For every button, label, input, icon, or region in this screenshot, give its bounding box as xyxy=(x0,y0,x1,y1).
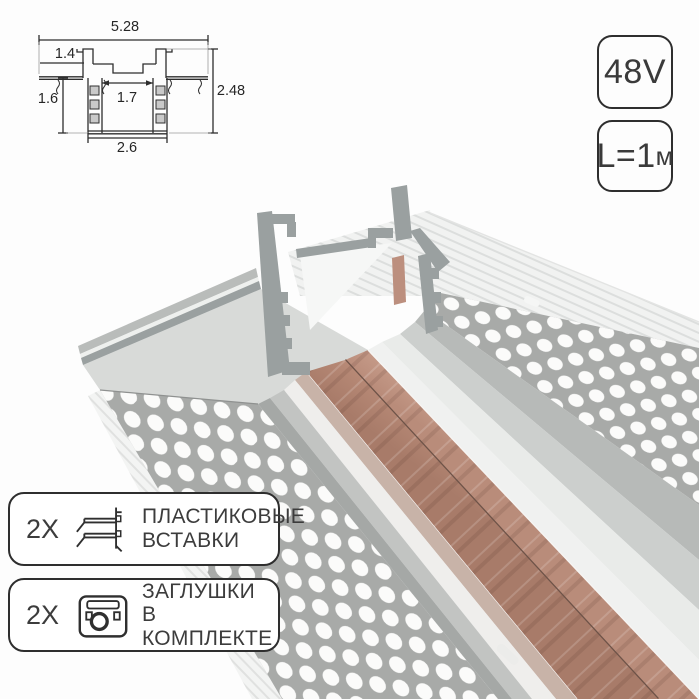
dim-flange-height: 1.4 xyxy=(55,46,75,62)
tab-right xyxy=(155,48,167,78)
plaster-break-2 xyxy=(102,79,106,95)
cross-section-dimension-drawing: 5.28 1.4 1.6 1.7 2.48 2.6 xyxy=(38,19,245,156)
plastic-inserts-icon xyxy=(74,502,132,556)
cut-near-nub-2 xyxy=(280,315,290,326)
band-white-edge xyxy=(284,380,556,699)
band-wall-highlight xyxy=(368,342,699,699)
voltage-badge-label: 48V xyxy=(604,52,666,91)
voltage-badge: 48V xyxy=(597,35,673,109)
left-flange-dots xyxy=(100,390,498,699)
end-caps-qty: 2X xyxy=(26,599,60,630)
cut-inner-wall-face xyxy=(300,243,392,330)
band-wall-mid xyxy=(400,322,699,610)
cut-far-nub-3 xyxy=(433,316,443,327)
band-pink-gray xyxy=(295,372,577,699)
band-gray-step xyxy=(270,390,532,699)
cut-near-nub-1 xyxy=(278,292,288,303)
cut-far-nub-2 xyxy=(431,292,441,303)
cut-near-hook xyxy=(271,214,295,224)
cut-cross-section xyxy=(257,185,450,377)
plaster-break-4 xyxy=(198,79,202,95)
band-near-outer-wall xyxy=(258,398,512,699)
dim-total-height: 2.48 xyxy=(217,83,245,99)
cut-far-prong xyxy=(391,185,412,241)
plastic-inserts-qty: 2X xyxy=(26,513,60,544)
copper-strip-upper-texture xyxy=(345,350,699,699)
copper-strip-lower-texture xyxy=(306,360,658,699)
plaster-break-3 xyxy=(168,79,172,95)
callout-end-caps: 2X ЗАГЛУШКИ В КОМПЛЕКТЕ xyxy=(8,578,280,652)
cut-near-hook-tab xyxy=(287,222,296,237)
cut-near-nub-3 xyxy=(282,338,292,349)
band-shadow-under-flange xyxy=(415,310,699,560)
dim-width-top: 5.28 xyxy=(111,19,139,35)
recess-profile xyxy=(93,63,156,74)
cut-far-wall-outer xyxy=(418,253,438,334)
left-wing-slat-bottom xyxy=(81,281,261,365)
plastic-inserts-text: ПЛАСТИКОВЫЕ ВСТАВКИ xyxy=(142,505,305,552)
cut-right-wing xyxy=(410,228,450,272)
near-flange-wedge xyxy=(83,289,368,404)
tab-left xyxy=(82,48,94,78)
plastic-inserts-line2: ВСТАВКИ xyxy=(142,529,240,552)
cut-near-wall xyxy=(257,211,290,377)
flange-slot-left xyxy=(496,643,519,665)
dim-recess-depth: 1.6 xyxy=(38,91,58,107)
cut-far-nub-1 xyxy=(429,268,439,279)
copper-cut-sliver xyxy=(392,255,406,305)
left-flange-cut-edge xyxy=(99,389,259,405)
right-flange-serrated-edge xyxy=(428,212,699,348)
end-caps-text: ЗАГЛУШКИ В КОМПЛЕКТЕ xyxy=(142,580,272,651)
callout-plastic-inserts: 2X ПЛАСТИКОВЫЕ ВСТАВКИ xyxy=(8,492,305,566)
end-caps-line1: ЗАГЛУШКИ xyxy=(142,579,255,603)
cut-far-hook xyxy=(368,228,393,238)
flange-slot-right xyxy=(524,296,540,307)
end-caps-line2: В КОМПЛЕКТЕ xyxy=(142,603,273,650)
dim-width-bottom: 2.6 xyxy=(117,140,137,156)
wall-right xyxy=(152,78,168,133)
left-wing-slat-gap xyxy=(80,277,259,358)
plaster-break-1 xyxy=(56,79,60,95)
dim-inner-width: 1.7 xyxy=(117,90,137,106)
length-badge-label: L=1 xyxy=(596,136,656,175)
plastic-inserts-line1: ПЛАСТИКОВЫЕ xyxy=(142,505,306,529)
band-wall-light xyxy=(382,334,699,660)
end-caps-icon xyxy=(74,588,132,642)
right-flange-outer-line xyxy=(427,211,699,323)
copper-top-highlight xyxy=(367,349,699,699)
right-flange-dots xyxy=(425,292,699,505)
cut-near-foot xyxy=(282,362,310,375)
cut-bridge xyxy=(296,238,372,258)
wall-left xyxy=(87,78,103,133)
left-wing-slat-top xyxy=(78,268,258,354)
cut-far-hook-tab xyxy=(368,234,376,248)
length-badge-unit: м xyxy=(655,140,674,171)
